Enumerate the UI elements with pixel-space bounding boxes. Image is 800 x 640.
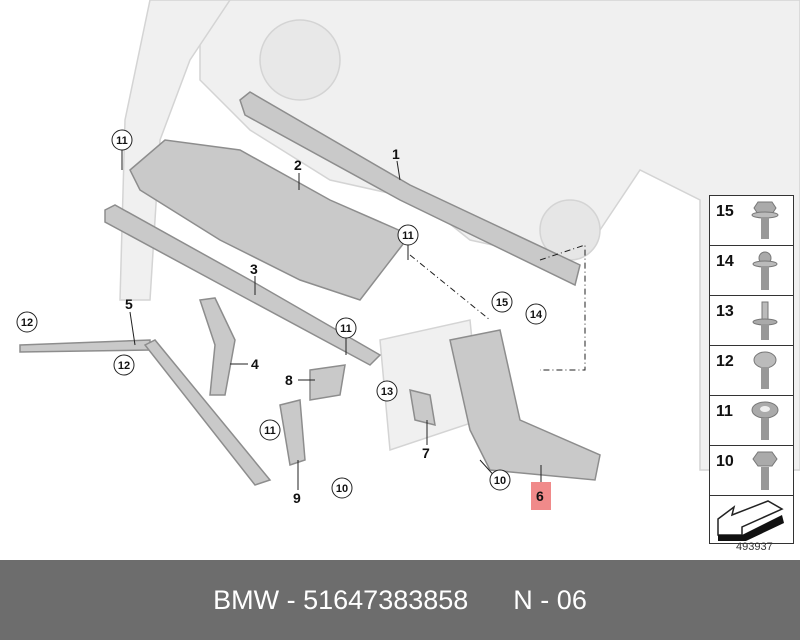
callout-6-highlight xyxy=(531,482,551,510)
callout-11a: 11 xyxy=(116,135,128,147)
fastener-legend: 15 14 13 12 11 10 xyxy=(709,195,794,544)
parts xyxy=(19,91,601,486)
legend-arrow-cell xyxy=(710,496,793,546)
callout-7: 7 xyxy=(422,445,430,461)
legend-number: 12 xyxy=(716,353,734,370)
part-7-bracket xyxy=(409,388,436,427)
callout-3: 3 xyxy=(250,261,258,277)
callout-11b: 11 xyxy=(402,230,414,242)
callout-12b: 12 xyxy=(118,360,130,372)
callouts: 1 2 3 4 5 6 7 8 9 10 10 11 11 11 11 12 1… xyxy=(16,129,551,510)
stud-bolt-icon xyxy=(752,301,778,340)
part-6-carrier xyxy=(449,329,601,481)
direction-arrow-icon xyxy=(717,500,784,541)
part-9-bracket xyxy=(279,399,306,466)
torx-flange-bolt-icon xyxy=(752,251,778,290)
callout-8: 8 xyxy=(285,372,293,388)
legend-item-14: 14 xyxy=(710,246,793,296)
callout-6: 6 xyxy=(536,488,544,504)
legend-number: 14 xyxy=(716,253,734,270)
legend-item-15: 15 xyxy=(710,196,793,246)
legend-item-13: 13 xyxy=(710,296,793,346)
legend-item-12: 12 xyxy=(710,346,793,396)
part-5-rod xyxy=(143,339,272,486)
callout-15: 15 xyxy=(496,297,508,309)
parts-diagram: 1 2 3 4 5 6 7 8 9 10 10 11 11 11 11 12 1… xyxy=(16,0,800,510)
part-number-banner: BMW - 51647383858 N - 06 xyxy=(0,560,800,640)
callout-1: 1 xyxy=(392,146,400,162)
part-8-bracket xyxy=(309,364,346,401)
callout-5: 5 xyxy=(125,296,133,312)
callout-13: 13 xyxy=(381,386,393,398)
button-head-screw-icon xyxy=(753,351,777,389)
callout-10a: 10 xyxy=(336,483,348,495)
legend-item-11: 11 xyxy=(710,396,793,446)
part-3-bumper-support xyxy=(104,204,382,366)
hex-washer-bolt-icon xyxy=(752,451,778,490)
part-1-carrier xyxy=(239,91,581,287)
legend-number: 13 xyxy=(716,303,734,320)
part-5-strut xyxy=(19,339,151,353)
diagram-reference-number: 493937 xyxy=(736,541,773,553)
callout-11d: 11 xyxy=(264,425,276,437)
callout-14: 14 xyxy=(530,309,543,321)
washer-head-screw-icon xyxy=(751,401,779,440)
callout-2: 2 xyxy=(294,157,302,173)
callout-12a: 12 xyxy=(21,317,33,329)
callout-10b: 10 xyxy=(494,475,506,487)
callout-4: 4 xyxy=(251,356,259,372)
legend-item-10: 10 xyxy=(710,446,793,496)
callout-11c: 11 xyxy=(340,323,352,335)
hex-flange-bolt-icon xyxy=(751,201,779,239)
legend-number: 15 xyxy=(716,203,734,220)
part-2-cover xyxy=(129,139,412,301)
callout-9: 9 xyxy=(293,490,301,506)
legend-number: 10 xyxy=(716,453,734,470)
legend-number: 11 xyxy=(716,403,733,420)
part-4-bracket xyxy=(199,297,236,396)
